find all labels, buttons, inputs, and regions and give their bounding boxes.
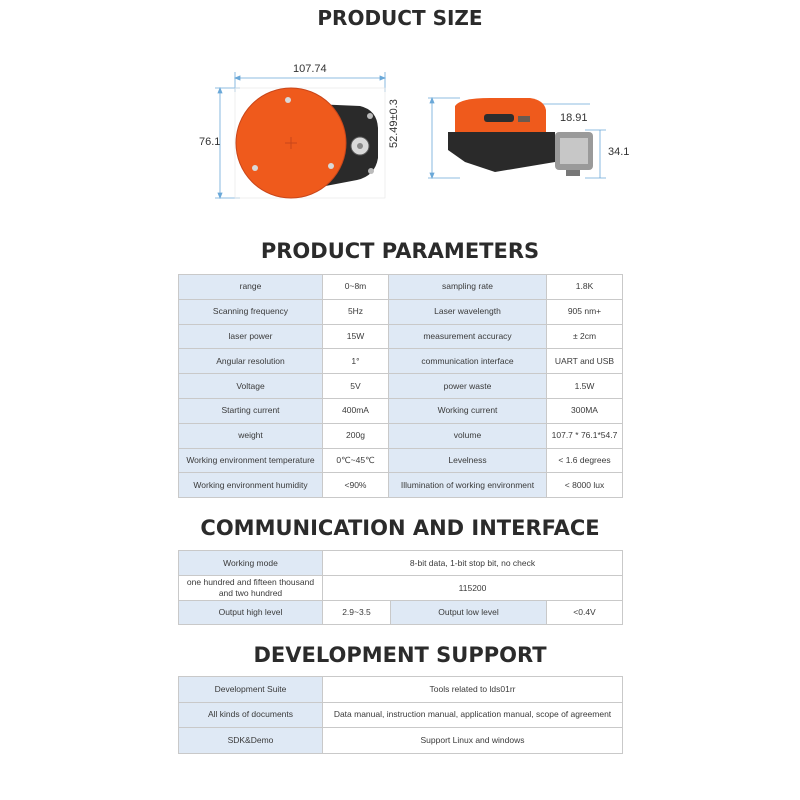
table-row: one hundred and fifteen thousand and two… (178, 575, 624, 601)
param-value-cell: 0℃~45℃ (322, 447, 389, 474)
param-value-cell: 0~8m (322, 274, 389, 300)
param-value-cell: 400mA (322, 397, 389, 424)
dev-label-cell: SDK&Demo (178, 727, 323, 754)
side-view-diagram (428, 96, 606, 180)
param-label-cell: Working environment temperature (178, 447, 323, 474)
param-value-cell: < 1.6 degrees (546, 447, 623, 474)
param-value-cell: 107.7 * 76.1*54.7 (546, 422, 623, 449)
side-top-label: 18.91 (560, 112, 588, 124)
dev-value-cell: Data manual, instruction manual, applica… (322, 701, 623, 729)
param-label-cell: volume (388, 422, 547, 449)
output-low-value: <0.4V (545, 600, 624, 625)
output-high-value: 2.9~3.5 (322, 600, 391, 625)
development-support-title: DEVELOPMENT SUPPORT (253, 643, 547, 667)
working-mode-value: 8-bit data, 1-bit stop bit, no check (321, 550, 624, 576)
param-label-cell: Scanning frequency (178, 298, 323, 325)
param-label-cell: communication interface (388, 348, 547, 375)
param-label-cell: laser power (178, 323, 323, 350)
param-label-cell: Working current (388, 397, 547, 424)
param-value-cell: 1.8K (546, 274, 623, 300)
param-value-cell: 5V (322, 373, 389, 399)
table-row: Output high level 2.9~3.5 Output low lev… (178, 600, 624, 625)
param-value-cell: 200g (322, 422, 389, 449)
param-label-cell: Working environment humidity (178, 472, 323, 499)
output-high-label: Output high level (178, 600, 323, 625)
param-value-cell: 1.5W (546, 373, 623, 399)
side-height-label: 52.49±0.3 (388, 99, 400, 148)
param-value-cell: <90% (322, 472, 389, 499)
side-base-label: 34.1 (608, 146, 630, 158)
communication-title: COMMUNICATION AND INTERFACE (200, 516, 600, 540)
param-label-cell: weight (178, 422, 323, 449)
height-dimension-label: 76.1 (199, 136, 221, 148)
working-mode-label: Working mode (178, 550, 323, 576)
table-row: Working mode 8-bit data, 1-bit stop bit,… (178, 550, 624, 576)
param-label-cell: range (178, 274, 323, 300)
param-value-cell: 1° (322, 348, 389, 375)
param-label-cell: Illumination of working environment (388, 472, 547, 499)
param-value-cell: UART and USB (546, 348, 623, 375)
param-label-cell: Angular resolution (178, 348, 323, 375)
param-value-cell: 905 nm+ (546, 298, 623, 325)
param-label-cell: Laser wavelength (388, 298, 547, 325)
dev-label-cell: Development Suite (178, 676, 323, 703)
top-view-diagram (215, 72, 387, 200)
param-label-cell: power waste (388, 373, 547, 399)
param-value-cell: 300MA (546, 397, 623, 424)
param-label-cell: measurement accuracy (388, 323, 547, 350)
communication-table: Working mode 8-bit data, 1-bit stop bit,… (178, 550, 624, 625)
param-label-cell: sampling rate (388, 274, 547, 300)
param-label-cell: Voltage (178, 373, 323, 399)
baud-value: 115200 (321, 575, 624, 601)
dev-value-cell: Tools related to lds01rr (322, 676, 623, 703)
param-value-cell: 15W (322, 323, 389, 350)
param-value-cell: 5Hz (322, 298, 389, 325)
dev-value-cell: Support Linux and windows (322, 727, 623, 754)
param-label-cell: Levelness (388, 447, 547, 474)
output-low-label: Output low level (390, 600, 547, 625)
product-size-title: PRODUCT SIZE (317, 6, 483, 30)
dev-label-cell: All kinds of documents (178, 701, 323, 729)
width-dimension-label: 107.74 (293, 63, 327, 75)
param-value-cell: ± 2cm (546, 323, 623, 350)
param-label-cell: Starting current (178, 397, 323, 424)
baud-label: one hundred and fifteen thousand and two… (178, 575, 323, 601)
product-parameters-title: PRODUCT PARAMETERS (260, 239, 540, 263)
table-row: Working environment humidity<90%Illumina… (178, 472, 623, 499)
param-value-cell: < 8000 lux (546, 472, 623, 499)
